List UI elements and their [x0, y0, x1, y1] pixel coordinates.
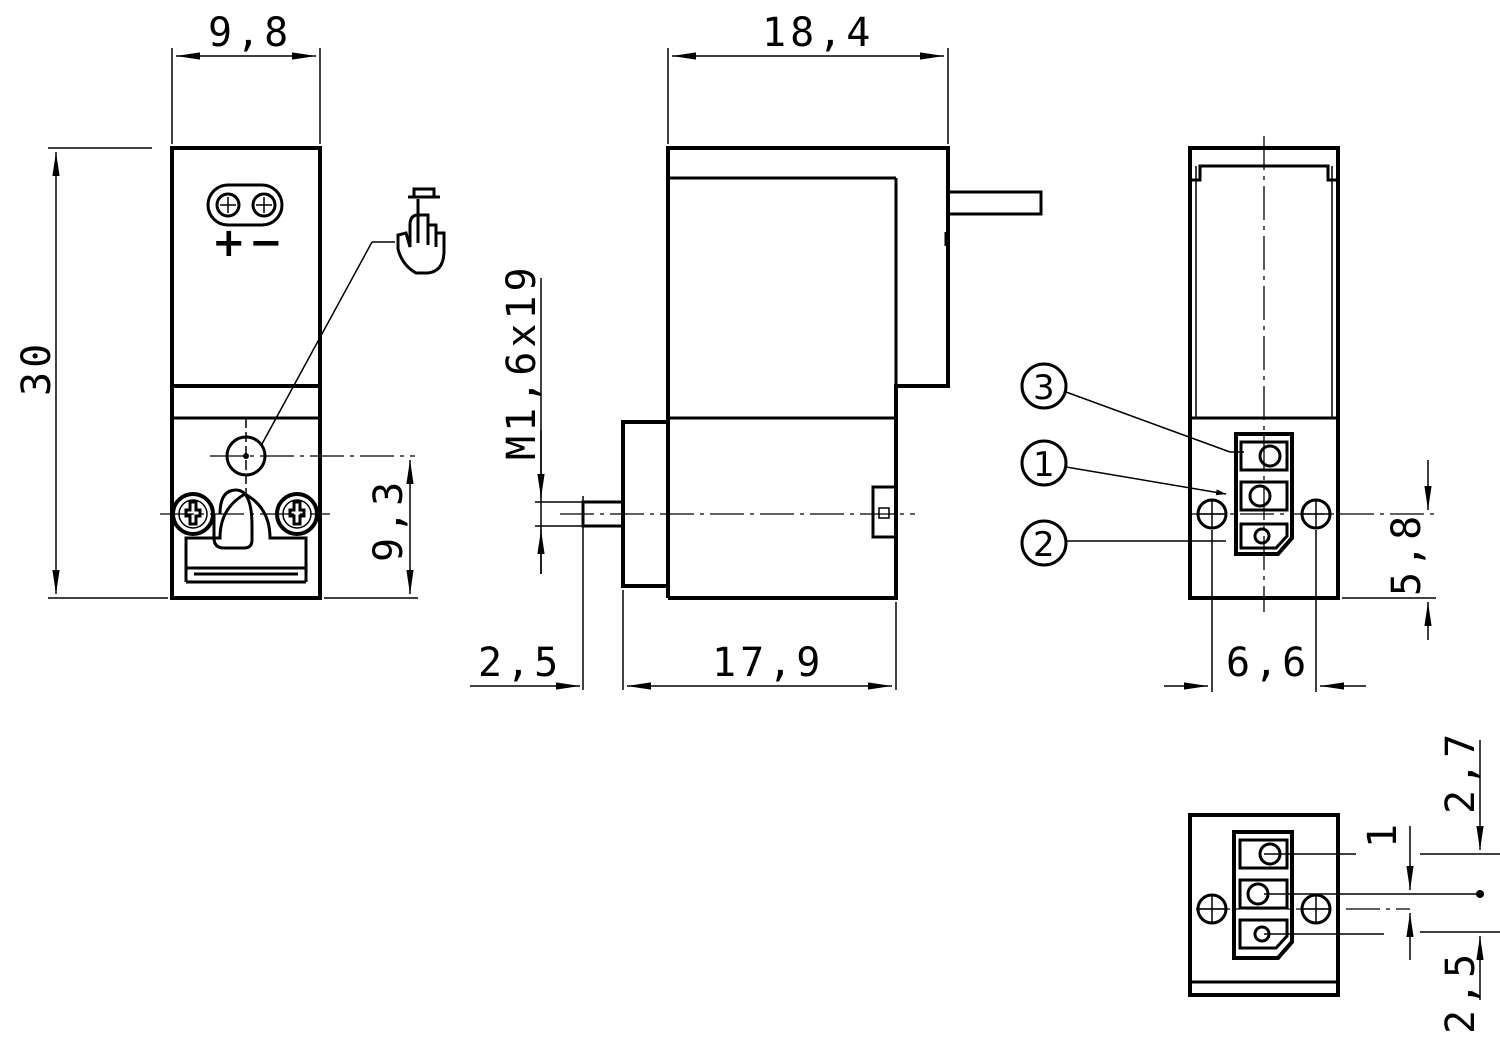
front-view: + − — [14, 10, 446, 600]
minus-sign: − — [249, 220, 283, 266]
detail-view: 1 2,7 2,5 — [1188, 730, 1500, 1034]
dim-body-length: 17,9 — [712, 640, 824, 686]
dim-thread: M1,6x19 — [499, 263, 545, 460]
dim-bottom-gap: 2,5 — [1438, 950, 1484, 1034]
screw-head-icon — [171, 492, 319, 536]
plus-sign: + — [212, 220, 246, 266]
port-label-1: 1 — [1033, 445, 1055, 485]
dim-top-gap: 2,7 — [1438, 730, 1484, 814]
dim-height-total: 30 — [14, 340, 60, 396]
manual-override-hand-icon — [396, 187, 446, 275]
dim-hole-height: 9,3 — [366, 478, 412, 562]
dim-width-side: 18,4 — [762, 10, 874, 56]
dim-port-pitch: 1 — [1360, 820, 1406, 848]
dim-width-front: 9,8 — [208, 10, 292, 56]
port-label-2: 2 — [1033, 525, 1055, 565]
dim-stem-length: 2,5 — [478, 640, 562, 686]
dim-hole-pitch: 6,6 — [1226, 640, 1310, 686]
side-view: 18,4 M1,6x19 2,5 17,9 — [470, 10, 1043, 690]
dim-hole-offset: 5,8 — [1384, 512, 1430, 596]
end-view: 3 1 2 6,6 5,8 — [1020, 136, 1436, 692]
power-terminal: + − — [206, 183, 284, 266]
port-label-3: 3 — [1033, 368, 1055, 408]
